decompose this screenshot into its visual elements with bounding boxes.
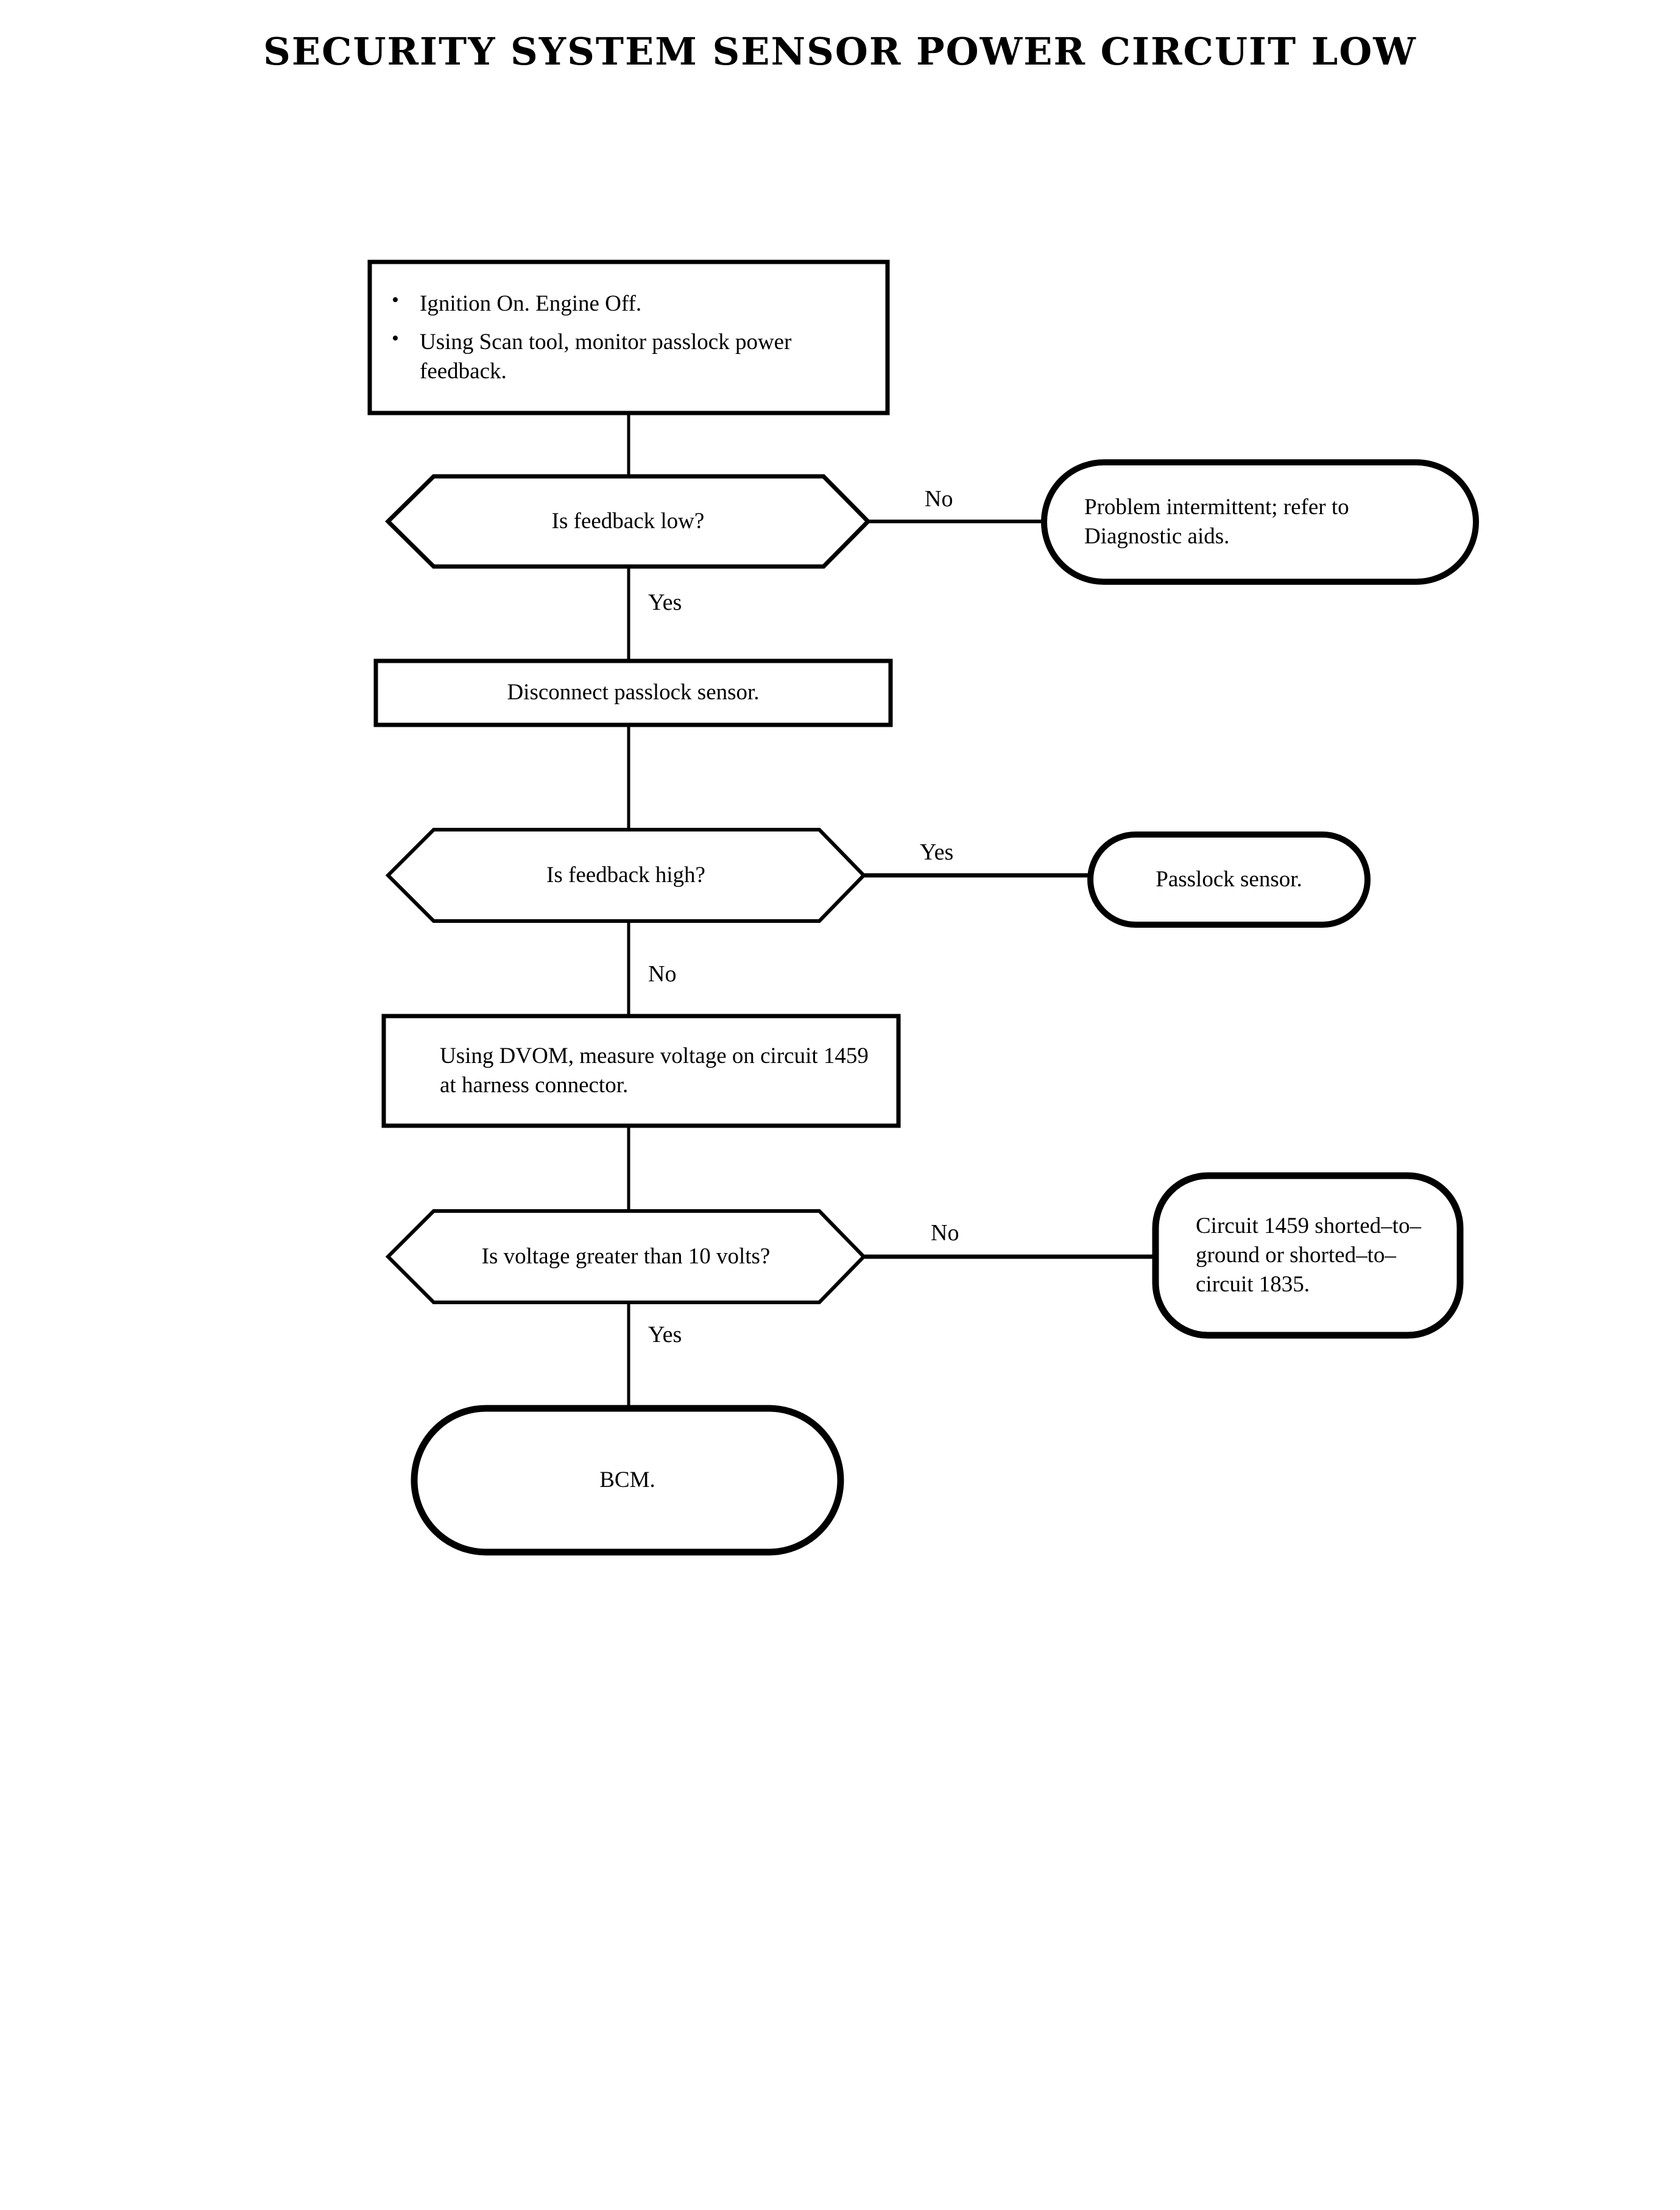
node-decision-feedback-high: Is feedback high? <box>546 862 705 888</box>
node-terminal-intermittent-shape <box>1041 459 1479 585</box>
node-step-dvom: Using DVOM, measure voltage on circuit 1… <box>440 1043 869 1098</box>
list-item: Using Scan tool, monitor passlock power … <box>392 325 870 386</box>
node-terminal-bcm-shape <box>411 1405 844 1556</box>
node-terminal-passlock-shape <box>1087 831 1371 928</box>
node-terminal-shorted: Circuit 1459 shorted–to–ground or shorte… <box>1196 1213 1421 1297</box>
initial-bullet-list: Ignition On. Engine Off. Using Scan tool… <box>387 287 870 386</box>
node-terminal-intermittent: Problem intermittent; refer to Diagnosti… <box>1084 494 1349 549</box>
node-terminal-shorted-shape <box>1152 1172 1464 1339</box>
node-terminal-bcm: BCM. <box>599 1467 655 1492</box>
edge-label-feedback-high-no: No <box>648 961 677 987</box>
edge-label-feedback-low-no: No <box>925 486 953 512</box>
node-decision-voltage-shape <box>385 1209 867 1304</box>
list-item: Ignition On. Engine Off. <box>392 287 870 318</box>
edge-label-feedback-high-yes: Yes <box>920 839 954 865</box>
node-step-initial: Ignition On. Engine Off. Using Scan tool… <box>370 262 888 413</box>
edge-label-voltage-yes: Yes <box>648 1322 682 1347</box>
node-decision-feedback-low-shape <box>385 474 871 569</box>
page-title: SECURITY SYSTEM SENSOR POWER CIRCUIT LOW <box>263 29 1417 74</box>
edge-label-voltage-no: No <box>931 1220 959 1246</box>
node-decision-feedback-high-shape <box>385 828 867 923</box>
node-decision-feedback-low: Is feedback low? <box>551 508 705 534</box>
node-decision-voltage: Is voltage greater than 10 volts? <box>481 1243 771 1269</box>
node-step-dvom-shape <box>381 1014 901 1128</box>
edge-label-feedback-low-yes: Yes <box>648 590 682 615</box>
node-step-disconnect: Disconnect passlock sensor. <box>507 680 760 705</box>
node-terminal-passlock: Passlock sensor. <box>1156 866 1302 892</box>
node-step-disconnect-shape <box>373 658 893 727</box>
